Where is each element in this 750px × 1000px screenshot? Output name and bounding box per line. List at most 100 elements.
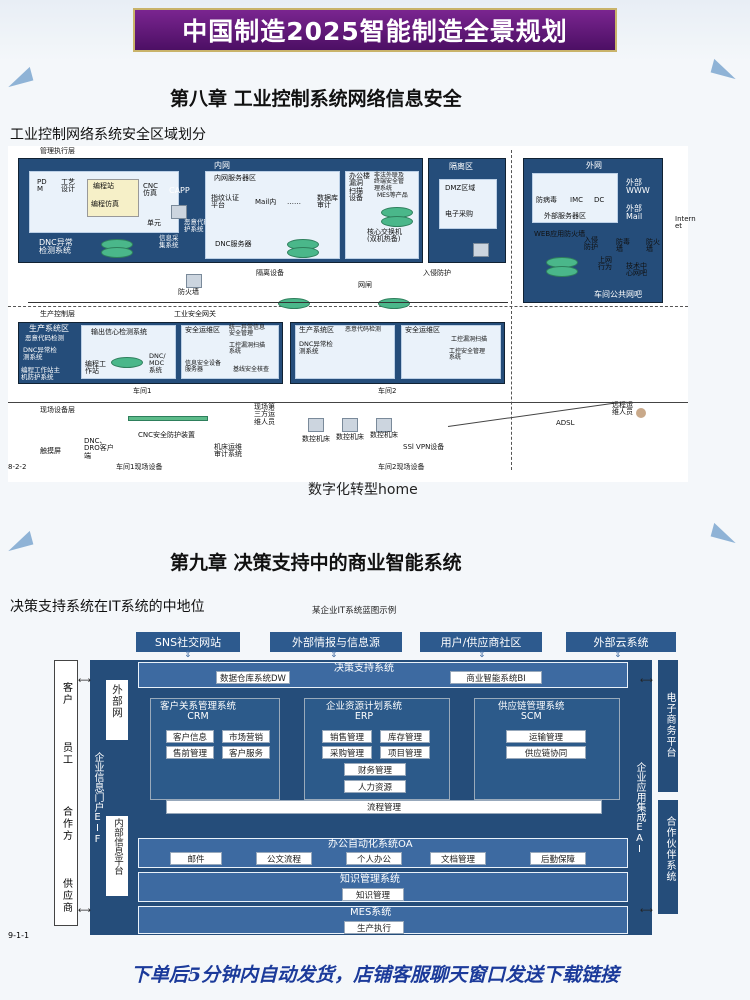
outer-network-title: 外网: [586, 161, 602, 170]
capp-label: CAPP: [169, 186, 190, 195]
erp-item: 项目管理: [380, 746, 430, 759]
scm-item: 供应链协同: [506, 746, 586, 759]
ecommerce-strip: [658, 660, 678, 792]
switch-icon: [101, 247, 133, 258]
cnc-gateway-label: CNC安全防护装置: [138, 431, 196, 439]
prod2-dnc-detect-label: DNC异常检 测系统: [299, 340, 333, 355]
paper-plane-icon: [4, 66, 34, 88]
imc-label: IMC: [570, 196, 583, 204]
dnc-server-label: DNC服务器: [215, 240, 252, 248]
dnc-monitor-label: DNC异常 检测系统: [39, 238, 73, 256]
prod1-monitor-area: [81, 325, 176, 379]
on-site-label: 现场第 三方运 维人员: [254, 403, 275, 426]
outer-network-zone: 外网 防病毒 IMC DC 外部服务器区 外部 WWW 外部 Mail WEB应…: [523, 158, 663, 303]
intrusion-label: 入侵防护: [423, 269, 451, 277]
internal-platform-label: 内部信息平台: [112, 818, 123, 875]
oa-title: 办公自动化系统OA: [328, 839, 413, 850]
prod1-baseline-label: 基线安全核查: [233, 366, 270, 373]
erp-item: 销售管理: [322, 730, 372, 743]
public-area-label: 车间公共网吧: [594, 290, 642, 299]
prod1-zone-label: 生产系统区: [29, 324, 69, 333]
ics-gateway-label: 工业安全网关: [174, 310, 216, 318]
oa-item: 文档管理: [430, 852, 486, 865]
adsl-line: [447, 402, 617, 427]
oa-item: 个人办公: [346, 852, 402, 865]
sns-box: SNS社交网站: [136, 632, 240, 652]
mes-title: MES系统: [350, 907, 392, 918]
chapter8-diagram: 管理执行层 生产控制层 现场设备层 内网 PD M 工艺 设计 编程站 编程仿真…: [8, 146, 696, 482]
inner-service-zone-title: 内网服务器区: [214, 174, 256, 182]
layer-management-label: 管理执行层: [40, 147, 75, 155]
cnc-machine-icon: [376, 418, 392, 432]
auth-label: 指纹认证 平台: [211, 194, 239, 210]
www-label: 外部 WWW: [626, 178, 650, 196]
arrow-icon: ⟷: [640, 676, 653, 686]
remote-label: 远程运 维人员: [612, 401, 633, 417]
prod1-sec-area: [181, 325, 279, 379]
code-check-label: 恶意代码防 护系统: [184, 218, 217, 233]
waf-label: WEB应用防火墙: [534, 230, 586, 238]
cnc1-label: 数控机床: [302, 435, 330, 443]
ssl-vpn-label: SSl VPN设备: [403, 443, 445, 451]
layer-divider: [8, 306, 688, 307]
dots-label: ……: [287, 198, 301, 206]
inner-network-title: 内网: [214, 161, 230, 170]
external-intel-box: 外部情报与信息源: [270, 632, 402, 652]
workshop1-zone: 生产系统区 恶意代码检测 输出信心检测系统 DNC异常检 测系统 编程工作站主 …: [18, 322, 283, 384]
chapter9-diagram-title: 决策支持系统在IT系统的中地位: [10, 599, 205, 615]
prod2-sec-area: [401, 325, 501, 379]
crm-item: 客户信息: [166, 730, 214, 743]
paper-plane-icon: [710, 522, 740, 544]
prod2-workshop-label: 车间2: [378, 387, 397, 395]
arrow-icon: ⟷: [78, 676, 91, 686]
dc-label: DC: [594, 196, 605, 204]
workshop1-field-label: 车间1现场设备: [116, 463, 163, 471]
outer-server-area: [532, 173, 618, 223]
stakeholder-employee: 员工: [60, 742, 72, 766]
core-switch-icon: [381, 216, 413, 227]
arrow-icon: ⇕: [330, 650, 338, 660]
ips-label: 入侵 防护: [584, 236, 598, 252]
prod2-area: [295, 325, 395, 379]
cloud-box: 外部云系统: [566, 632, 676, 652]
gateway-icon: [278, 298, 310, 309]
switch-icon: [287, 247, 319, 258]
purchase-label: 电子采购: [445, 210, 473, 218]
arrow-icon: ⇕: [478, 650, 486, 660]
arrow-icon: ⟷: [640, 906, 653, 916]
layer-field-label: 现场设备层: [40, 406, 75, 414]
nonhost-label: 非法外联及 终端安全管 理系统: [374, 172, 405, 192]
firewall-device-icon: [473, 243, 489, 257]
scm-title: 供应链管理系统 SCM: [498, 701, 565, 722]
arrow-icon: ⇕: [614, 650, 622, 660]
cnc-gateway-bar: [128, 416, 208, 421]
cnc-sim-label: CNC 仿真: [143, 182, 159, 198]
eif-label: 企业信息门户EIF: [92, 752, 103, 845]
gateway-icon: [378, 298, 410, 309]
dw-box: 数据仓库系统DW: [216, 671, 290, 684]
community-box: 用户/供应商社区: [420, 632, 542, 652]
partner-label: 合作伙伴系统: [664, 816, 675, 882]
pdm-label: PD M: [37, 178, 47, 194]
chapter8-code: 8-2-2: [8, 463, 27, 471]
mail-out-label: 外部 Mail: [626, 204, 643, 222]
internal-strip: [106, 816, 128, 896]
av2-label: 防毒 墙: [616, 238, 630, 254]
inner-network-zone: 内网 PD M 工艺 设计 编程站 编程仿真 CNC 仿真 单元 CAPP 恶意…: [18, 158, 423, 263]
prog-station-label: 编程站: [93, 182, 114, 190]
isolation-zone: 隔离区 DMZ区域 电子采购: [428, 158, 506, 263]
chapter8-caption: 数字化转型home: [308, 482, 418, 498]
prod2-zone-label: 生产系统区: [299, 326, 334, 334]
prod2-secure-mgmt-label: 工控安全管理 系统: [449, 348, 486, 362]
prod1-monitor-label: 输出信心检测系统: [91, 328, 147, 336]
chapter9-title: 第九章 决策支持中的商业智能系统: [170, 552, 462, 574]
zone-divider: [511, 150, 512, 470]
firewall-icon: [186, 274, 202, 288]
internet-access-label: 上网 行为: [598, 256, 612, 272]
prod1-asset-label: 信息安全设备 服务器: [185, 360, 222, 374]
cnc-machine-icon: [308, 418, 324, 432]
mail-in-label: Mail内: [255, 198, 277, 206]
chapter8-diagram-title: 工业控制网络系统安全区域划分: [10, 127, 206, 143]
db-audit-label: 数据库 审计: [317, 194, 338, 210]
cnc3-label: 数控机床: [370, 431, 398, 439]
